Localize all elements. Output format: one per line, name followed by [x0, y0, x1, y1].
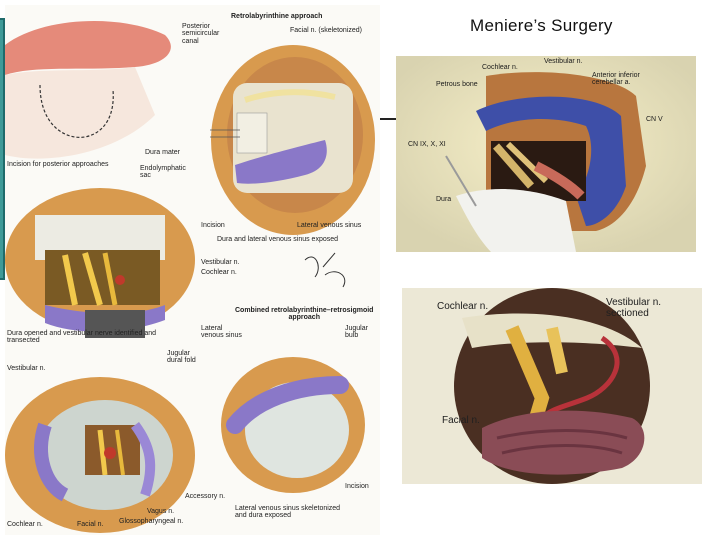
retractor-blade: [456, 189, 576, 252]
label-cochlear-top: Cochlear n.: [482, 64, 518, 71]
label-combined-title: Combined retrolabyrinthine–retrosigmoid …: [235, 307, 374, 322]
divider-line: [378, 118, 398, 120]
nerve-section-plate: Cochlear n. Vestibular n. sectioned Faci…: [402, 288, 702, 484]
label-vestibular-2: Vestibular n.: [7, 365, 46, 372]
label-facial-2: Facial n.: [77, 521, 104, 528]
left-plate-illustration: [5, 21, 375, 533]
label-vagus: Vagus n.: [147, 508, 175, 515]
label-cochlear-2: Cochlear n.: [7, 521, 43, 528]
label-retrolab-title: Retrolabyrinthine approach: [231, 13, 323, 20]
cpa-anatomy-plate: Cochlear n. Vestibular n. Petrous bone A…: [396, 56, 696, 252]
retractor-1: [85, 310, 145, 338]
label-incision-2: Incision: [345, 483, 369, 490]
ear-skin-shape: [5, 21, 171, 75]
lateral-sinus-1: [235, 140, 327, 184]
label-cochlear-bottom: Cochlear n.: [437, 301, 489, 312]
dural-sinus-blue: [476, 96, 626, 226]
label-jugular-fold: Jugular dural fold: [167, 350, 196, 365]
label-incision: Incision: [201, 222, 225, 229]
artist-signature: [304, 252, 336, 278]
label-lat-sinus-2: Lateral venous sinus: [201, 325, 242, 340]
label-vestibular-sectioned: Vestibular n. sectioned: [606, 297, 662, 319]
lateral-sinus-3: [34, 422, 69, 502]
left-anatomy-plate: Retrolabyrinthine approach Posterior sem…: [5, 5, 380, 535]
label-endolymphatic-sac: Endolymphatic sac: [140, 165, 186, 180]
nerve-section-illustration: [454, 288, 650, 484]
label-incision-posterior: Incision for posterior approaches: [7, 161, 109, 168]
scalp-area: [5, 67, 155, 159]
label-dura-opened: Dura opened and vestibular nerve identif…: [7, 330, 157, 345]
label-petrous-bone: Petrous bone: [436, 81, 478, 88]
label-accessory: Accessory n.: [185, 493, 226, 500]
label-dura: Dura: [436, 196, 452, 203]
label-jugular-bulb: Jugular bulb: [345, 325, 368, 340]
lateral-sinus-4: [226, 376, 349, 434]
slide-accent-bar-inner: [0, 20, 3, 278]
cerebellum-folds: [482, 410, 645, 475]
vestibular-nerve-stump: [546, 326, 568, 375]
incision-dashed-line: [39, 84, 114, 138]
label-cochlear: Cochlear n.: [201, 269, 237, 276]
cerebellopontine-angle: [45, 250, 160, 305]
label-facial-bottom: Facial n.: [442, 415, 480, 426]
cerebellum-tissue: [533, 161, 585, 200]
cpa-illustration: [396, 56, 696, 252]
label-cn-ix-xi: CN IX, X, XI: [408, 141, 446, 148]
label-dura-exposed: Dura and lateral venous sinus exposed: [217, 236, 339, 243]
label-glossopharyngeal: Glossopharyngeal n.: [119, 518, 184, 525]
slide-accent-bar: [0, 18, 7, 280]
label-facial-skeletonized: Facial n. (skeletonized): [290, 27, 362, 34]
label-aica: Anterior inferior cerebellar a.: [592, 72, 640, 87]
label-vestibular: Vestibular n.: [201, 259, 240, 266]
label-cn5: CN V: [646, 116, 663, 123]
label-dura-mater: Dura mater: [145, 149, 181, 156]
slide-title: Meniere’s Surgery: [470, 16, 613, 35]
label-skeletonized-caption: Lateral venous sinus skeletonized and du…: [235, 505, 341, 520]
label-posterior-canal: Posterior semicircular canal: [182, 23, 220, 45]
label-vestibular-top: Vestibular n.: [544, 58, 583, 65]
label-lateral-sinus: Lateral venous sinus: [297, 222, 362, 229]
